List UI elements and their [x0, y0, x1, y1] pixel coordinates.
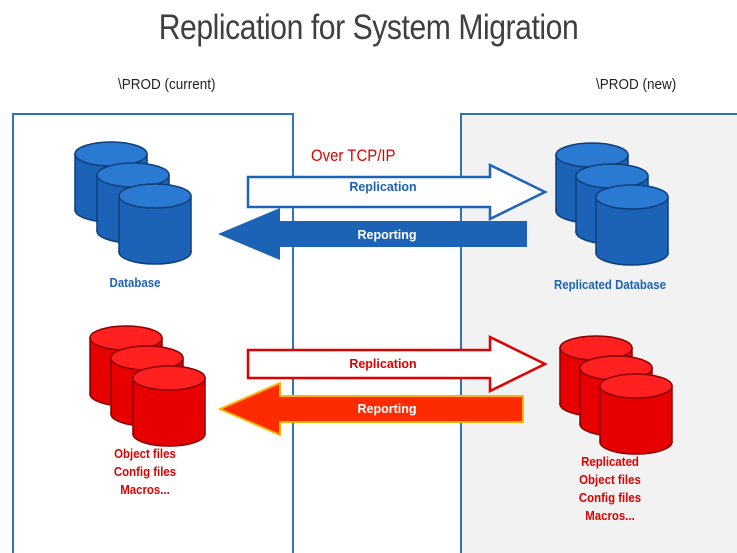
replicated-database-caption: Replicated Database: [554, 277, 666, 292]
replicated-database-icon: [555, 142, 669, 266]
db-reporting-label: Reporting: [357, 228, 416, 242]
files-caption-line: Macros...: [120, 482, 170, 497]
database-icon: [74, 141, 192, 265]
replicated-files-caption-line: Object files: [579, 472, 641, 487]
files-reporting-label: Reporting: [357, 402, 416, 416]
db-replication-arrow: [246, 162, 548, 222]
replicated-files-caption-line: Config files: [578, 490, 642, 505]
current-system-box: [12, 113, 294, 553]
replicated-files-caption-line: Macros...: [585, 508, 635, 523]
diagram-canvas: Replication Reporting Replication Report…: [74, 141, 673, 455]
files-icon: [89, 325, 206, 447]
replicated-files-icon: [559, 335, 673, 455]
replicated-files-caption: Replicated Object files Config files Mac…: [562, 453, 659, 525]
files-replication-label: Replication: [349, 357, 416, 371]
files-replication-arrow: [246, 334, 548, 394]
files-caption: Object files Config files Macros...: [97, 445, 194, 499]
link-label: Over TCP/IP: [311, 146, 396, 165]
diagram-title: Replication for System Migration: [158, 8, 579, 47]
database-caption: Database: [109, 275, 161, 290]
files-reporting-arrow: [217, 381, 524, 437]
new-system-label: \PROD (new): [596, 76, 677, 93]
files-caption-line: Object files: [114, 446, 176, 461]
files-caption-line: Config files: [113, 464, 177, 479]
replicated-files-caption-line: Replicated: [581, 454, 639, 469]
db-replication-label: Replication: [349, 180, 416, 194]
current-system-label: \PROD (current): [118, 76, 216, 93]
db-reporting-arrow: [218, 208, 527, 260]
